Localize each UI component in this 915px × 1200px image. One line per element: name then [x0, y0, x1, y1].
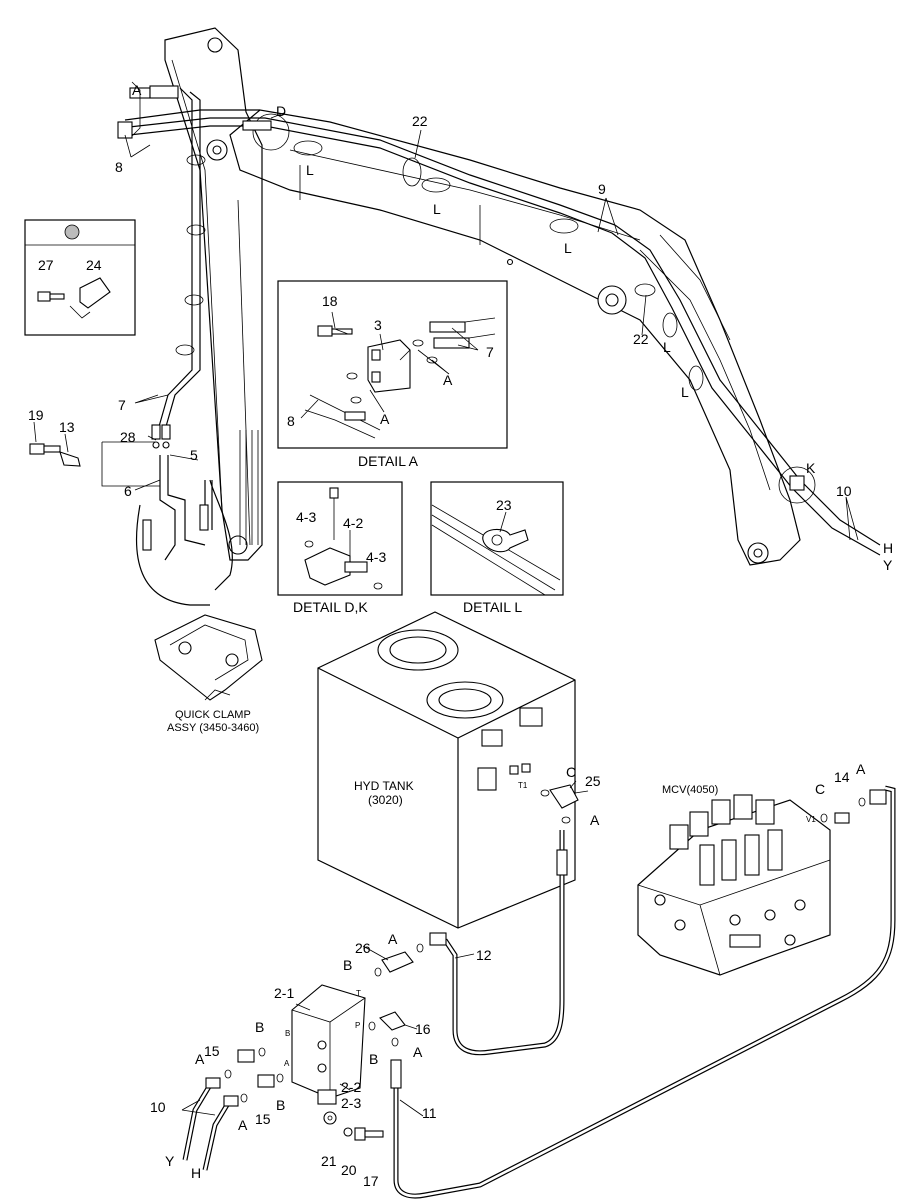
- detail-dk-caption: DETAIL D,K: [293, 599, 368, 615]
- label-b-lower: B: [276, 1097, 285, 1113]
- label-9: 9: [598, 181, 606, 197]
- label-17: 17: [363, 1173, 379, 1189]
- valve-block: T P B A: [182, 943, 424, 1171]
- mcv-caption: MCV(4050): [662, 784, 718, 796]
- label-13: 13: [59, 419, 75, 435]
- label-b-top: B: [343, 957, 352, 973]
- label-c-tank: C: [566, 764, 576, 780]
- label-a-lower: A: [238, 1117, 248, 1133]
- label-8b: 8: [287, 413, 295, 429]
- label-20: 20: [341, 1162, 357, 1178]
- port-p-label: P: [355, 1021, 360, 1030]
- label-c-mcv: C: [815, 781, 825, 797]
- label-a-tank: A: [590, 812, 600, 828]
- label-l5: L: [681, 384, 689, 400]
- label-2-1: 2-1: [274, 985, 294, 1001]
- label-8a: 8: [115, 159, 123, 175]
- label-l2: L: [433, 201, 441, 217]
- detail-a-box: DETAIL A: [277, 280, 508, 469]
- label-14: 14: [834, 769, 850, 785]
- label-b-right: B: [369, 1051, 378, 1067]
- label-12: 12: [476, 947, 492, 963]
- label-y-top: Y: [883, 557, 893, 573]
- label-4-3b: 4-3: [366, 549, 386, 565]
- label-a-26: A: [388, 931, 398, 947]
- detail-dk-box: DETAIL D,K: [277, 481, 403, 615]
- label-6: 6: [124, 483, 132, 499]
- label-5: 5: [190, 447, 198, 463]
- quick-clamp-caption-2: ASSY (3450-3460): [167, 722, 259, 734]
- label-18: 18: [322, 293, 338, 309]
- port-b-label: B: [285, 1029, 290, 1038]
- label-2-3: 2-3: [341, 1095, 361, 1111]
- arm-pipes: [117, 81, 233, 606]
- label-27: 27: [38, 257, 54, 273]
- hyd-tank-caption-2: (3020): [368, 793, 403, 807]
- label-b-left: B: [255, 1019, 264, 1035]
- label-a-top: A: [132, 82, 142, 98]
- label-l1: L: [306, 162, 314, 178]
- label-l4: L: [663, 339, 671, 355]
- label-h-top: H: [883, 540, 893, 556]
- port-t-label: T: [356, 989, 361, 998]
- label-21: 21: [321, 1153, 337, 1169]
- label-10b: 10: [150, 1099, 166, 1115]
- port-a-label: A: [284, 1059, 290, 1068]
- detail-l-caption: DETAIL L: [463, 599, 522, 615]
- quick-clamp-assembly: QUICK CLAMP ASSY (3450-3460): [154, 614, 263, 734]
- port-v1-label: V1: [806, 815, 816, 824]
- label-a-detail1: A: [443, 372, 453, 388]
- label-19: 19: [28, 407, 44, 423]
- label-4-3a: 4-3: [296, 509, 316, 525]
- boom-pipes: [119, 109, 881, 556]
- label-15a: 15: [204, 1043, 220, 1059]
- label-7b: 7: [118, 397, 126, 413]
- label-3: 3: [374, 317, 382, 333]
- label-15b: 15: [255, 1111, 271, 1127]
- inset-24-27: [24, 219, 136, 336]
- hose-12: [429, 830, 568, 1056]
- label-d: D: [276, 103, 286, 119]
- label-7a: 7: [486, 344, 494, 360]
- label-a-detail2: A: [380, 411, 390, 427]
- hyd-tank-caption-1: HYD TANK: [354, 779, 414, 793]
- label-16: 16: [415, 1021, 431, 1037]
- label-26: 26: [355, 940, 371, 956]
- leader-lines: [33, 112, 859, 1117]
- port-t1-label: T1: [518, 781, 528, 790]
- boom-assembly: [229, 109, 801, 566]
- label-a-left: A: [195, 1051, 205, 1067]
- hydraulic-tank: HYD TANK (3020) T1: [317, 611, 579, 929]
- label-a-right: A: [413, 1044, 423, 1060]
- label-l3: L: [564, 240, 572, 256]
- label-22b: 22: [633, 331, 649, 347]
- label-11: 11: [422, 1105, 437, 1121]
- label-4-2: 4-2: [343, 515, 363, 531]
- detail-a-caption: DETAIL A: [358, 453, 419, 469]
- label-10a: 10: [836, 483, 852, 499]
- label-k: K: [806, 460, 816, 476]
- main-control-valve: MCV(4050) V1: [637, 784, 887, 976]
- arm-assembly: [164, 27, 263, 561]
- label-23: 23: [496, 497, 512, 513]
- label-2-2: 2-2: [341, 1079, 361, 1095]
- label-h-bottom: H: [191, 1165, 201, 1181]
- label-24: 24: [86, 257, 102, 273]
- clamp-13-19: [29, 441, 160, 487]
- quick-clamp-caption-1: QUICK CLAMP: [175, 709, 251, 721]
- detail-l-box: DETAIL L: [430, 481, 564, 615]
- hose-11: [390, 785, 896, 1199]
- label-25: 25: [585, 773, 601, 789]
- label-y-bottom: Y: [165, 1153, 175, 1169]
- callout-labels: A D 22 8 L L 9 L 27 24 18 3 22 L 7 A L 7…: [28, 82, 893, 1189]
- label-22a: 22: [412, 113, 428, 129]
- label-28: 28: [120, 429, 136, 445]
- label-a-mcv: A: [856, 761, 866, 777]
